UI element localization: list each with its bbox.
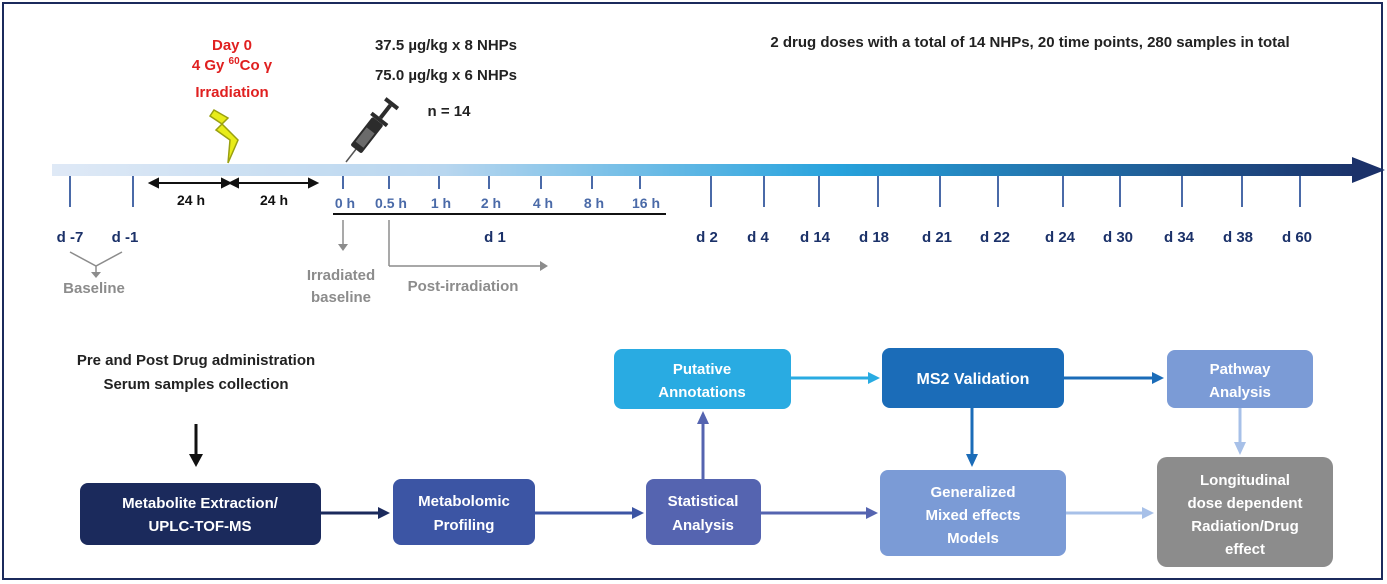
day-label: d 38 [1223, 229, 1253, 246]
metabolite-extraction-box: Metabolite Extraction/ UPLC-TOF-MS [80, 483, 321, 545]
pathway-analysis-box: Pathway Analysis [1167, 350, 1313, 408]
baseline-arrowhead [91, 272, 101, 278]
lightning-bolt-icon [208, 109, 239, 164]
putative-annotations-box: Putative Annotations [614, 349, 791, 409]
syringe-icon [345, 97, 400, 163]
day-label: d 14 [800, 229, 831, 246]
day-label: d 34 [1164, 229, 1195, 246]
svg-text:Annotations: Annotations [658, 384, 746, 401]
generalized-mixed-effects-box: Generalized Mixed effects Models [880, 470, 1066, 556]
svg-text:Analysis: Analysis [1209, 384, 1271, 401]
hour-label: 0.5 h [375, 195, 407, 211]
hour-label: 0 h [335, 195, 355, 211]
day-label: d 4 [747, 229, 769, 246]
svg-text:dose dependent: dose dependent [1187, 495, 1302, 512]
event-dose-label: 4 Gy 60Co γ [192, 56, 273, 74]
svg-text:Metabolite Extraction/: Metabolite Extraction/ [122, 495, 279, 512]
statistical-analysis-box: Statistical Analysis [646, 479, 761, 545]
day-label: d 2 [696, 229, 718, 246]
baseline-label: Baseline [63, 280, 125, 297]
svg-text:Radiation/Drug: Radiation/Drug [1191, 518, 1299, 535]
event-day-label: Day 0 [212, 37, 252, 54]
hour-label: 8 h [584, 195, 604, 211]
day-label: d -1 [112, 229, 139, 246]
svg-text:Putative: Putative [673, 361, 731, 378]
svg-text:MS2 Validation: MS2 Validation [917, 371, 1030, 388]
n-count-label: n = 14 [428, 103, 472, 120]
dosing-line-1: 37.5 µg/kg x 8 NHPs [375, 37, 517, 54]
collection-line-1: Pre and Post Drug administration [77, 352, 315, 369]
baseline-connector [69, 251, 123, 274]
svg-text:Profiling: Profiling [434, 517, 495, 534]
svg-text:Pathway: Pathway [1210, 361, 1272, 378]
metabolomic-profiling-box: Metabolomic Profiling [393, 479, 535, 545]
interval-label-2: 24 h [260, 192, 288, 208]
ms2-validation-box: MS2 Validation [882, 348, 1064, 408]
svg-text:Statistical: Statistical [668, 493, 739, 510]
day-label: d 18 [859, 229, 889, 246]
hour-label: 16 h [632, 195, 660, 211]
svg-text:Analysis: Analysis [672, 517, 734, 534]
hour-label: 2 h [481, 195, 501, 211]
baseline-sublabel: baseline [311, 289, 371, 306]
post-irradiation-label: Post-irradiation [408, 278, 519, 295]
day-label: d 30 [1103, 229, 1133, 246]
post-irradiation-arrow [388, 220, 540, 267]
dosing-line-2: 75.0 µg/kg x 6 NHPs [375, 67, 517, 84]
svg-text:effect: effect [1225, 541, 1265, 558]
event-irradiation-label: Irradiation [195, 84, 268, 101]
svg-text:Mixed effects: Mixed effects [925, 507, 1020, 524]
day-label: d 60 [1282, 229, 1312, 246]
day-label: d -7 [57, 229, 84, 246]
svg-text:Metabolomic: Metabolomic [418, 493, 510, 510]
day-label: d 22 [980, 229, 1010, 246]
post-irradiation-arrowhead [540, 261, 548, 271]
irradiated-baseline-arrowhead [338, 244, 348, 251]
svg-text:Models: Models [947, 530, 999, 547]
svg-text:UPLC-TOF-MS: UPLC-TOF-MS [148, 518, 251, 535]
svg-text:Longitudinal: Longitudinal [1200, 472, 1290, 489]
hour-label: 1 h [431, 195, 451, 211]
irradiated-label: Irradiated [307, 267, 375, 284]
svg-text:Generalized: Generalized [930, 484, 1015, 501]
timeline-arrowhead [1352, 157, 1385, 183]
timeline-ticks [69, 176, 1301, 207]
interval-label-1: 24 h [177, 192, 205, 208]
day-label: d 24 [1045, 229, 1076, 246]
day-label: d 1 [484, 229, 506, 246]
day-label: d 21 [922, 229, 952, 246]
interval-arrows [147, 177, 320, 189]
longitudinal-effect-box: Longitudinal dose dependent Radiation/Dr… [1157, 457, 1333, 567]
study-summary: 2 drug doses with a total of 14 NHPs, 20… [770, 34, 1289, 51]
hour-label: 4 h [533, 195, 553, 211]
collection-arrowhead [189, 454, 203, 467]
timeline-bar [52, 164, 1358, 176]
collection-line-2: Serum samples collection [103, 376, 288, 393]
workflow-arrows [321, 372, 1246, 519]
